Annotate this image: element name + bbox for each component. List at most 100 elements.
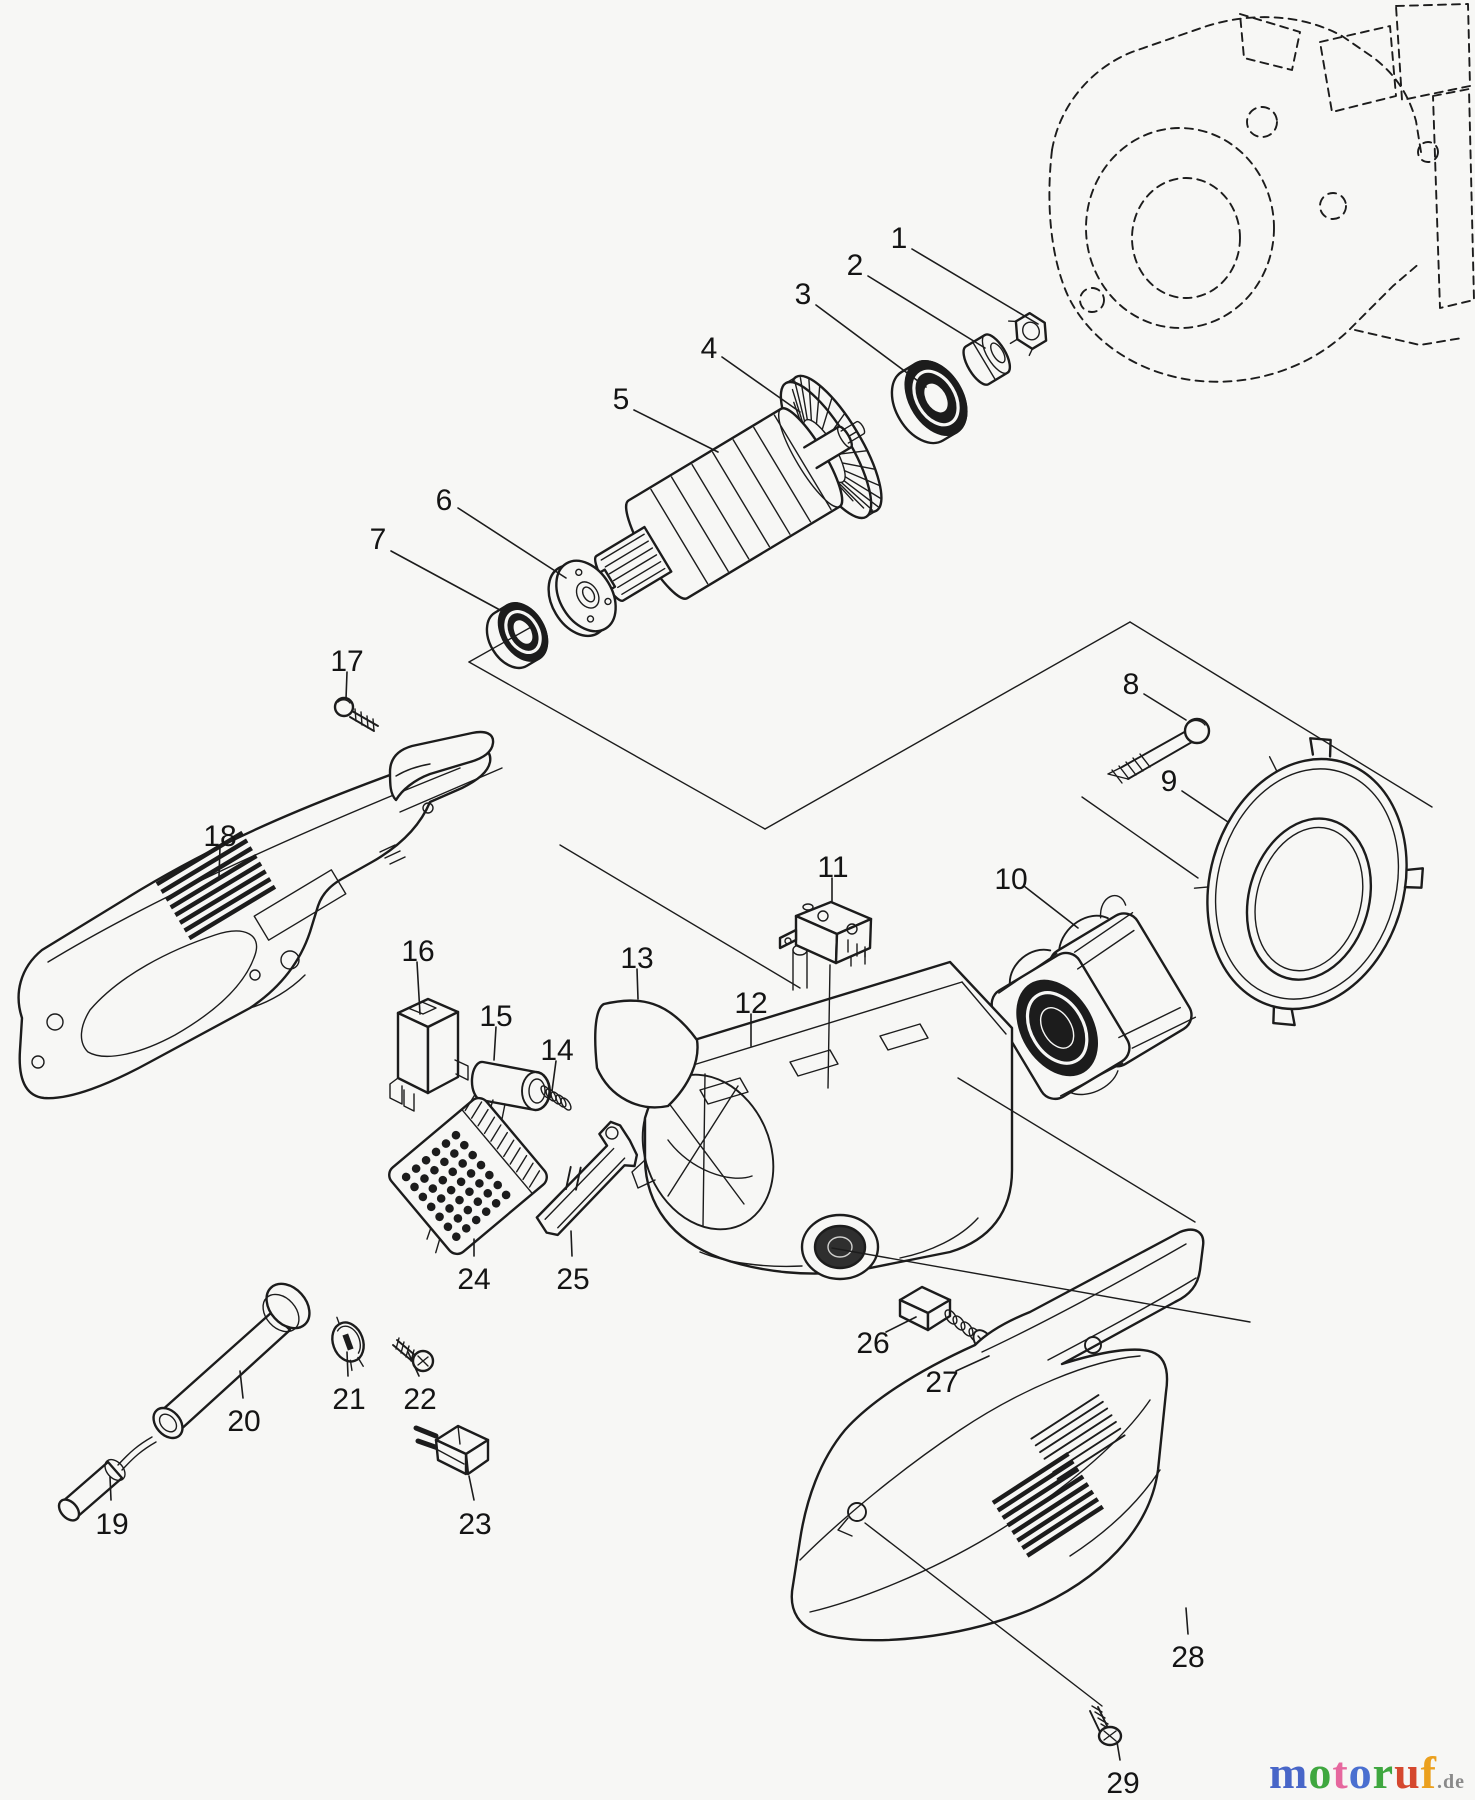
leader-line-21 [346,1351,349,1377]
construction-line [864,1522,1103,1707]
construction-line [1081,796,1199,879]
leader-line-8 [1143,693,1187,721]
part-cord-sleeve [57,1436,157,1522]
logo-letter: m [1269,1747,1309,1798]
leader-line-4 [721,356,801,413]
part-number-21: 21 [332,1383,365,1416]
part-spring [540,1085,572,1111]
part-number-5: 5 [613,383,630,416]
part-number-9: 9 [1161,765,1178,798]
part-noise-suppressor [470,1060,551,1120]
part-number-16: 16 [401,935,434,968]
leader-line-29 [1116,1741,1121,1761]
part-deflector-sheet [594,999,699,1109]
leader-line-6 [457,507,567,579]
leader-line-18 [218,846,221,877]
part-hex-nut [1007,311,1048,357]
part-vent-grille [388,1093,548,1256]
part-bearing-rear [890,359,968,445]
part-handle-housing [17,730,503,1100]
part-number-17: 17 [330,645,363,678]
part-motor-housing [631,922,1014,1281]
leader-line-2 [867,275,986,349]
logo-letter: u [1394,1747,1421,1798]
part-insulation-washer [547,559,617,638]
leader-lines [109,248,1229,1761]
part-number-1: 1 [891,222,908,255]
construction-line [559,844,801,989]
part-number-20: 20 [227,1405,260,1438]
leader-line-26 [885,1316,917,1333]
part-number-11: 11 [817,851,848,884]
part-number-28: 28 [1171,1641,1204,1674]
part-number-10: 10 [994,863,1027,896]
leader-line-27 [955,1355,990,1372]
leader-line-15 [493,1026,497,1061]
logo-letter: r [1372,1747,1395,1798]
leader-line-25 [570,1230,573,1257]
construction-line [468,625,534,663]
logo-suffix: .de [1437,1771,1465,1793]
part-number-23: 23 [458,1508,491,1541]
leader-line-3 [815,304,927,388]
part-number-3: 3 [795,278,812,311]
leader-line-13 [636,968,639,1000]
part-handle-screw [333,696,379,732]
part-housing-cover [790,1228,1205,1642]
part-carbon-brush [898,1285,994,1353]
part-number-27: 27 [925,1366,958,1399]
part-field-stator [990,894,1197,1101]
part-stop-collar [962,333,1012,386]
leader-line-23 [468,1475,475,1501]
part-number-13: 13 [620,942,653,975]
part-cord-guard [152,1282,311,1440]
part-number-8: 8 [1123,668,1140,701]
part-number-15: 15 [479,1000,512,1033]
part-micro-switch [778,900,873,1089]
part-cord-clamp [331,1316,365,1372]
part-brush-holder-channel [535,1120,639,1237]
part-number-18: 18 [203,820,236,853]
leader-line-20 [239,1370,244,1399]
leader-line-7 [390,550,501,611]
construction-line [831,1247,1251,1323]
leader-line-17 [345,671,348,700]
part-number-6: 6 [436,484,453,517]
construction-line [1129,621,1433,808]
logo-letter: f [1420,1747,1437,1798]
motoruf-logo: motoruf.de [1269,1750,1465,1796]
leader-line-9 [1181,790,1229,823]
part-number-2: 2 [847,249,864,282]
part-number-25: 25 [556,1263,589,1296]
part-cover-screw [1089,1705,1123,1747]
construction-line [764,621,1131,830]
part-number-29: 29 [1106,1767,1139,1800]
part-baffle-plate [1193,737,1425,1027]
construction-line [468,661,766,830]
part-number-12: 12 [734,987,767,1020]
leader-line-5 [633,409,719,453]
leader-line-1 [911,248,1039,325]
leader-line-22 [407,1351,420,1377]
leader-line-19 [109,1476,112,1501]
part-number-7: 7 [370,523,387,556]
part-number-22: 22 [403,1383,436,1416]
construction-line [957,1077,1196,1223]
logo-letter: o [1308,1747,1333,1798]
part-through-bolt [1107,717,1211,784]
leader-line-16 [416,961,421,1015]
leader-line-10 [1023,885,1079,929]
part-number-19: 19 [95,1508,128,1541]
part-number-24: 24 [457,1263,490,1296]
part-number-14: 14 [540,1034,573,1067]
part-terminal-connector [413,1424,490,1476]
part-number-26: 26 [856,1327,889,1360]
construction-lines [468,621,1433,1707]
part-clamp-screw [392,1337,435,1373]
part-switch-block [389,997,469,1112]
logo-letter: o [1348,1747,1373,1798]
reference-housing-ghost [1048,3,1475,383]
